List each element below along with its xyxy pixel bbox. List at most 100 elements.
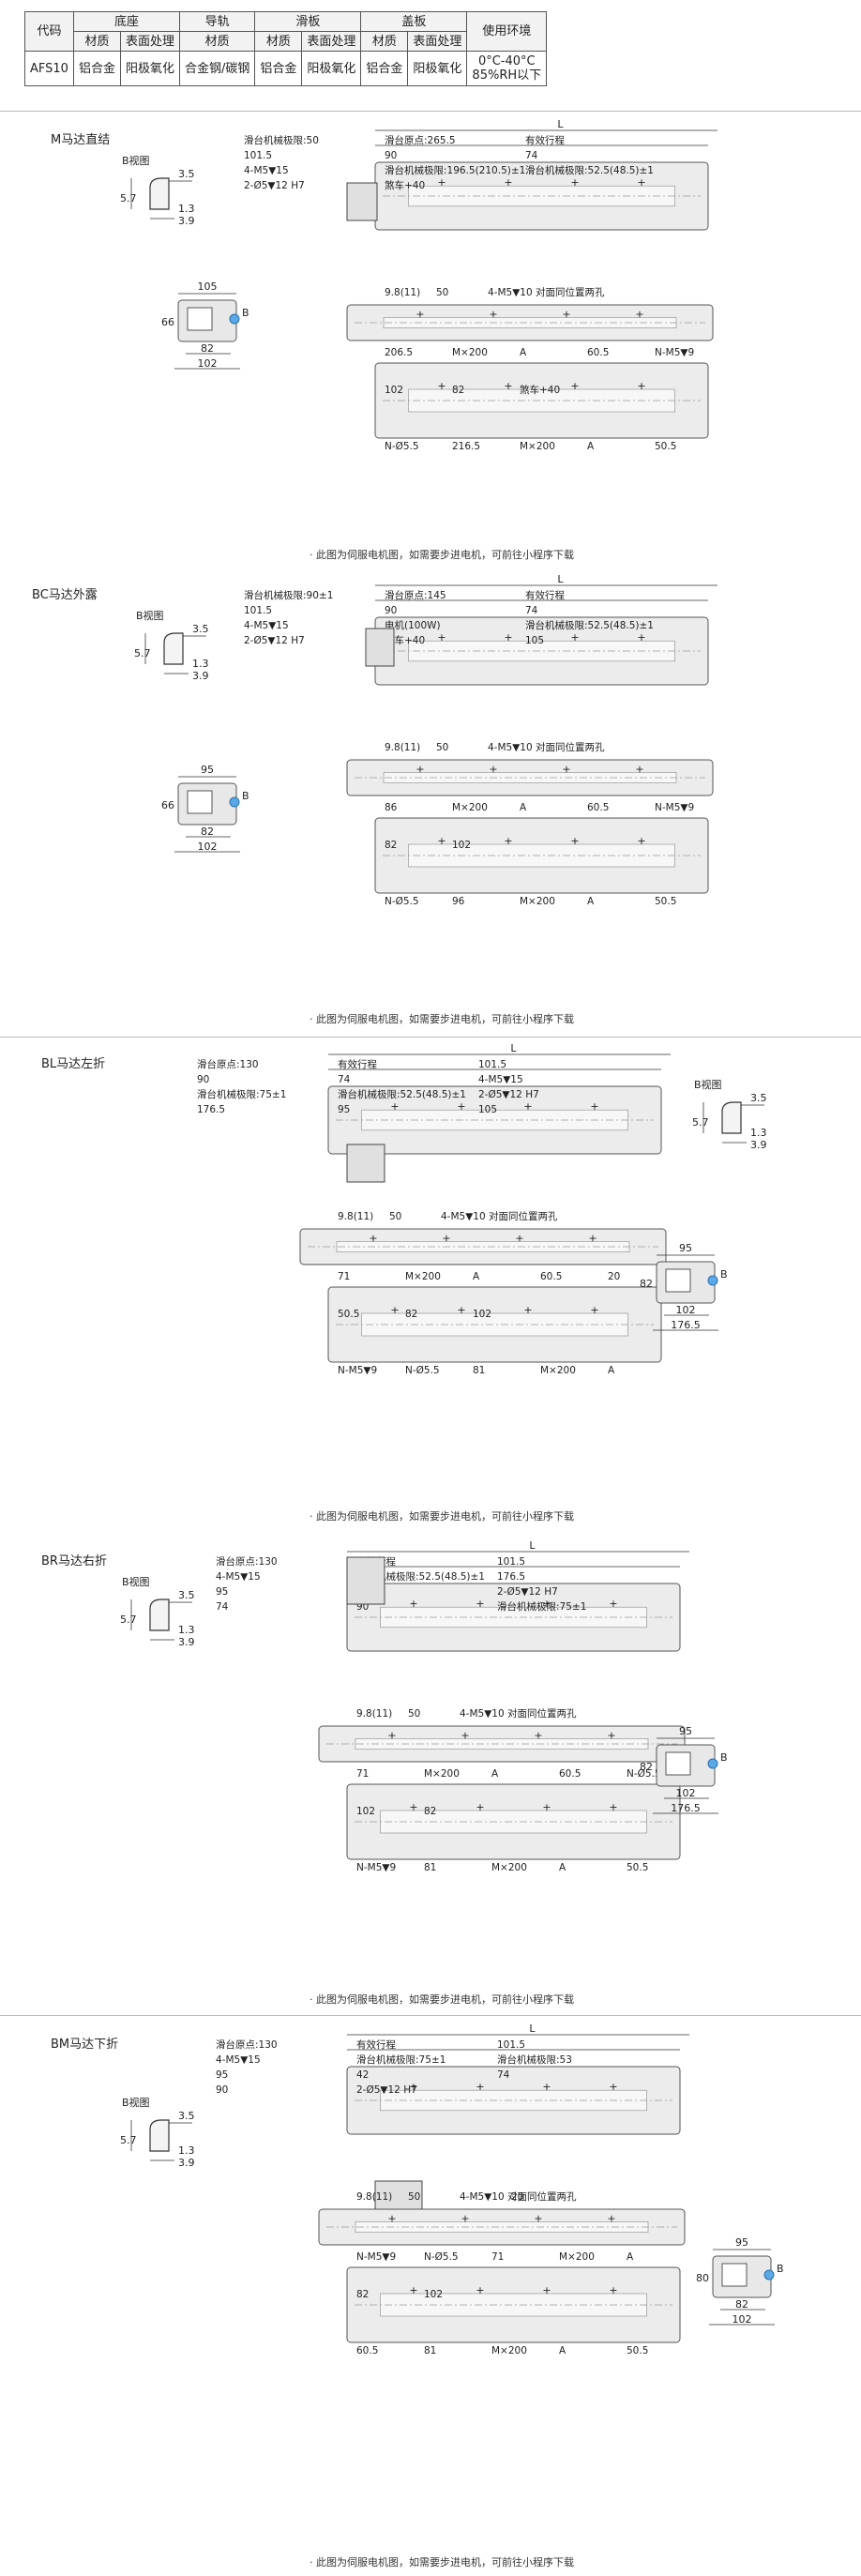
dimension-label: 煞车+40 — [520, 384, 560, 396]
dimension-label: N-Ø5.5 — [424, 2251, 459, 2263]
b-view-title: B视图 — [122, 2096, 150, 2109]
dimension-label: A — [559, 1862, 566, 1873]
section-title: BR马达右折 — [41, 1554, 107, 1568]
spec-sub: 表面处理 — [301, 31, 362, 52]
motor-block — [346, 1556, 385, 1605]
spec-cell: 合金钢/碳钢 — [178, 51, 256, 86]
dimension-label: 滑台原点:265.5 — [385, 134, 456, 146]
mount-hole: + — [562, 763, 570, 775]
dimension-label: N-Ø5.5 — [385, 896, 419, 907]
mount-hole: + — [542, 2284, 551, 2296]
dimension-label: 滑台原点:130 — [216, 2038, 278, 2051]
dimension-label: 81 — [473, 1365, 485, 1376]
dimension-label: 206.5 — [385, 347, 413, 358]
dimension-label: 95 — [201, 764, 214, 776]
mount-hole: + — [476, 2284, 484, 2296]
mount-hole: + — [534, 1729, 542, 1741]
b-view-profile — [721, 1101, 742, 1134]
mount-hole: + — [637, 176, 645, 189]
dimension-label: M×200 — [540, 1365, 576, 1376]
dimension-label: 81 — [424, 2345, 436, 2356]
dimension-label: 60.5 — [559, 1768, 581, 1780]
mount-hole: + — [570, 380, 579, 392]
dimension-label: 滑台机械极限:52.5(48.5)±1 — [338, 1088, 466, 1100]
dimension-label: 74 — [338, 1074, 351, 1085]
mount-hole: + — [442, 1232, 450, 1244]
dimension-label: 60.5 — [587, 802, 609, 813]
dimension-label: M×200 — [452, 347, 488, 358]
dimension-label: 90 — [197, 1074, 209, 1085]
spec-env-humidity: 85%RH以下 — [472, 68, 542, 83]
dimension-label: 95 — [216, 1586, 228, 1598]
b-view-dim: 3.5 — [178, 168, 195, 180]
dimension-label: 216.5 — [452, 441, 480, 452]
b-view-dim: 3.5 — [178, 2110, 195, 2122]
section-title: BM马达下折 — [51, 2038, 118, 2052]
dimension-label: 82 — [424, 1806, 436, 1817]
dimension-label: 9.8(11) — [385, 742, 420, 753]
dimension-label: 102 — [452, 840, 471, 851]
b-marker: B — [242, 790, 249, 802]
mount-hole: + — [489, 763, 497, 775]
mount-hole: + — [461, 1729, 469, 1741]
mount-hole: + — [515, 1232, 523, 1244]
connector-icon — [229, 313, 240, 325]
connector-icon — [229, 796, 240, 808]
dimension-label: 4-M5▼10 对面同位置两孔 — [488, 286, 605, 298]
b-view-dim: 5.7 — [692, 1116, 709, 1129]
dimension-label: 煞车+40 — [385, 634, 425, 646]
dimension-label: A — [520, 802, 527, 813]
mount-hole: + — [542, 1801, 551, 1813]
mount-hole: + — [409, 1801, 417, 1813]
dimension-label: 102 — [356, 1806, 375, 1817]
dimension-label: 60.5 — [356, 2345, 378, 2356]
mount-hole: + — [504, 631, 512, 644]
dimension-label: 60.5 — [540, 1271, 562, 1282]
dimension-label: A — [627, 2251, 634, 2263]
mount-hole: + — [387, 2212, 396, 2224]
dimension-label: 4-M5▼10 对面同位置两孔 — [488, 741, 605, 753]
mount-hole: + — [409, 2284, 417, 2296]
section-note: · 此图为伺服电机图，如需要步进电机，可前往小程序下载 — [310, 548, 574, 561]
dimension-label: 101.5 — [244, 605, 272, 616]
dimension-label: 60.5 — [587, 347, 609, 358]
spec-env-temp: 0°C-40°C — [477, 54, 536, 68]
dimension-label: 176.5 — [671, 1802, 701, 1814]
mount-hole: + — [570, 835, 579, 847]
b-view-dim: 5.7 — [120, 2134, 137, 2146]
dimension-label: 82 — [640, 1761, 653, 1773]
dimension-label: N-M5▼9 — [655, 347, 694, 358]
dimension-label: 74 — [525, 605, 538, 616]
dimension-label: 95 — [679, 1242, 692, 1254]
mount-hole: + — [387, 1729, 396, 1741]
dimension-label: 102 — [733, 2313, 752, 2326]
b-view-dim: 1.3 — [192, 658, 209, 670]
end-view-pocket — [665, 1751, 691, 1776]
b-view-title: B视图 — [122, 154, 150, 167]
b-view-dim: 5.7 — [120, 192, 137, 205]
mount-hole: + — [437, 176, 446, 189]
dimension-label: N-M5▼9 — [338, 1365, 377, 1376]
dimension-label: A — [587, 441, 595, 452]
dimension-label: M×200 — [452, 802, 488, 813]
dimension-label: 102 — [473, 1309, 491, 1320]
spec-cell: 阳极氧化 — [301, 51, 362, 86]
dimension-label: 105 — [478, 1104, 497, 1115]
dimension-label: 71 — [356, 1768, 369, 1780]
motor-block — [346, 1144, 385, 1183]
motor-block — [346, 182, 378, 221]
b-view-profile — [149, 1599, 170, 1631]
dimension-label: 86 — [385, 802, 398, 813]
dimension-label: 176.5 — [497, 1571, 525, 1583]
b-view-title: B视图 — [122, 1575, 150, 1588]
mount-hole: + — [609, 2284, 617, 2296]
mount-hole: + — [457, 1100, 465, 1113]
b-view-dim: 1.3 — [178, 2144, 195, 2157]
b-view-dim: 5.7 — [120, 1614, 137, 1626]
dimension-label: 82 — [405, 1309, 417, 1320]
dimension-label: N-M5▼9 — [655, 802, 694, 813]
dimension-label: 74 — [497, 2069, 510, 2081]
mount-hole: + — [437, 835, 446, 847]
dimension-label: 50 — [436, 287, 448, 298]
